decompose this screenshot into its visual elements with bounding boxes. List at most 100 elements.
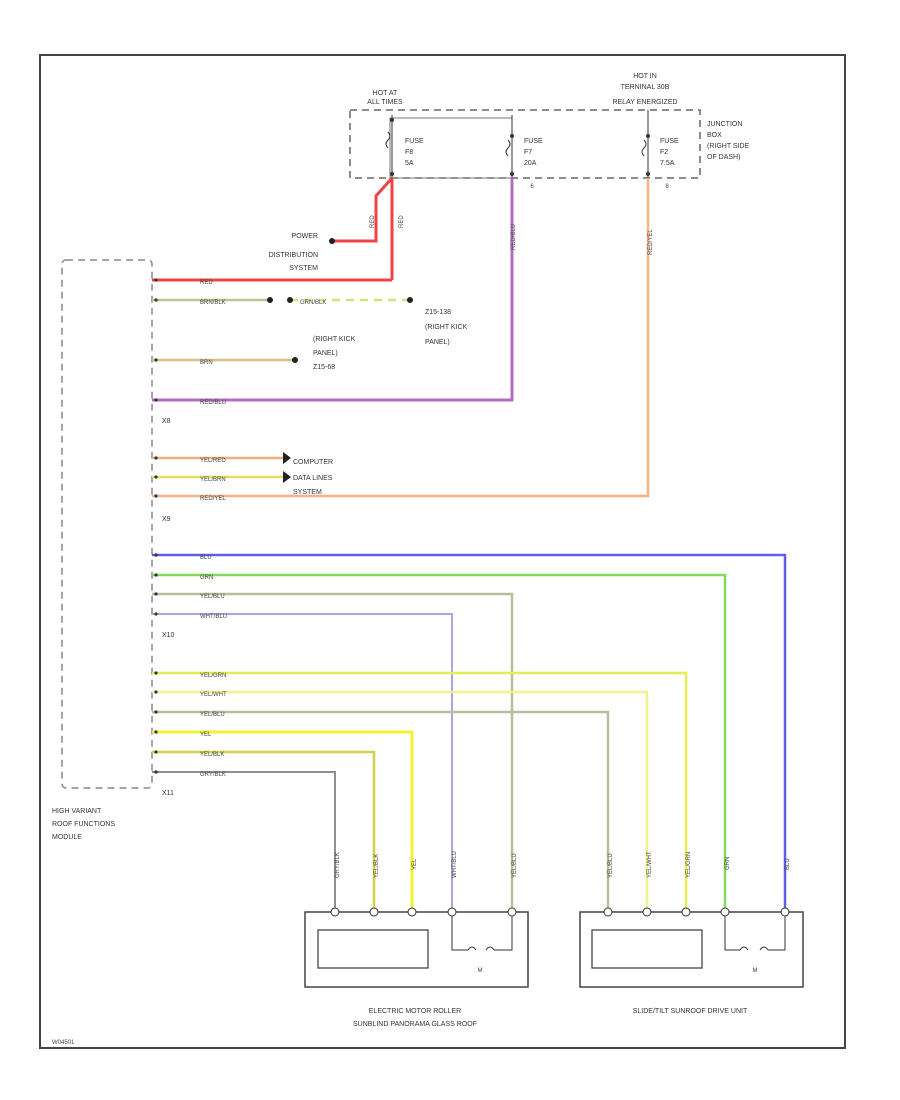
svg-text:F2: F2	[660, 149, 668, 156]
svg-text:WHT/BLU: WHT/BLU	[452, 851, 458, 878]
wire-yel-grn: YEL/GRN	[152, 671, 688, 912]
svg-text:YEL/BLK: YEL/BLK	[374, 854, 380, 878]
svg-text:RED: RED	[399, 215, 405, 228]
fuse-block	[389, 117, 513, 179]
svg-text:F7: F7	[524, 149, 532, 156]
svg-text:DISTRIBUTION: DISTRIBUTION	[269, 252, 318, 259]
computer-label-3: SYSTEM	[293, 489, 322, 496]
svg-text:RED/YEL: RED/YEL	[648, 229, 654, 255]
fuse-f8: FUSE F8 5A	[385, 115, 424, 178]
svg-text:YEL/WHT: YEL/WHT	[200, 692, 227, 698]
svg-text:BLU: BLU	[785, 858, 791, 870]
wire-yel-brn: YEL/BRN	[152, 475, 283, 483]
svg-text:RED: RED	[370, 215, 376, 228]
terminal-label: TERNINAL 30B	[621, 84, 670, 91]
svg-text:YEL/BLU: YEL/BLU	[200, 712, 225, 718]
svg-text:YEL/BLU: YEL/BLU	[512, 853, 518, 878]
svg-text:YEL/BLU: YEL/BLU	[608, 853, 614, 878]
slide-tilt-sunroof-drive-unit: M SLIDE/TILT SUNROOF DRIVE UNIT	[579, 907, 804, 1015]
svg-text:(RIGHT KICK: (RIGHT KICK	[313, 336, 356, 343]
wire-red-yel: RED/YEL RED/YEL	[152, 178, 654, 502]
svg-text:PANEL): PANEL)	[425, 339, 450, 346]
connector-x11: X11	[162, 790, 174, 797]
svg-text:SYSTEM: SYSTEM	[289, 265, 318, 272]
svg-text:YEL/WHT: YEL/WHT	[647, 851, 653, 878]
junction-box-label-4: OF DASH)	[707, 154, 740, 161]
junction-box-outline	[349, 109, 701, 179]
svg-text:8: 8	[665, 184, 669, 190]
svg-text:BLU: BLU	[200, 555, 212, 561]
svg-text:YEL/GRN: YEL/GRN	[200, 673, 226, 679]
hot-in-label: HOT IN	[633, 73, 657, 80]
svg-text:RED/BLU: RED/BLU	[511, 224, 517, 250]
svg-text:RED/YEL: RED/YEL	[200, 496, 226, 502]
svg-text:BRN/BLK: BRN/BLK	[200, 300, 226, 306]
wire-yel-blu-2: YEL/BLU	[152, 710, 610, 912]
svg-text:YEL: YEL	[412, 858, 418, 870]
wire-grn: GRN	[152, 573, 727, 912]
svg-text:RED/BLU: RED/BLU	[200, 400, 226, 406]
wire-gry-blk: GRY/BLK	[152, 771, 336, 912]
svg-text:7.5A: 7.5A	[660, 160, 675, 167]
svg-text:F8: F8	[405, 149, 413, 156]
fuse-f7: FUSE F7 20A 6	[505, 115, 543, 190]
svg-text:WHT/BLU: WHT/BLU	[200, 614, 227, 620]
wire-yel-red: YEL/RED	[152, 456, 283, 464]
svg-text:ELECTRIC MOTOR ROLLER: ELECTRIC MOTOR ROLLER	[369, 1008, 461, 1015]
svg-text:(RIGHT KICK: (RIGHT KICK	[425, 324, 468, 331]
svg-text:GRN: GRN	[200, 575, 213, 581]
fuse-f2: FUSE F2 7.5A 8	[641, 110, 679, 190]
computer-label-2: DATA LINES	[293, 475, 333, 482]
connector-x9: X9	[162, 516, 171, 523]
svg-text:Z15-138: Z15-138	[425, 309, 451, 316]
computer-label-1: COMPUTER	[293, 459, 333, 466]
hot-at-all-times-label: HOT AT	[373, 90, 398, 97]
svg-text:GRN/BLK: GRN/BLK	[300, 300, 326, 306]
wire-red: RED	[152, 278, 392, 286]
connector-x10: X10	[162, 632, 175, 639]
wire-yel-blk: YEL/BLK	[152, 750, 376, 912]
junction-box-label-3: (RIGHT SIDE	[707, 143, 750, 150]
svg-text:POWER: POWER	[292, 233, 318, 240]
wire-yel: YEL	[152, 730, 414, 912]
svg-text:PANEL): PANEL)	[313, 350, 338, 357]
connector-x8: X8	[162, 418, 171, 425]
power-distribution-system: POWER DISTRIBUTION SYSTEM RED RED	[269, 177, 405, 280]
relay-energized-label: RELAY ENERGIZED	[612, 99, 677, 106]
svg-text:GRY/BLK: GRY/BLK	[200, 772, 226, 778]
svg-text:BRN: BRN	[200, 360, 213, 366]
svg-text:RED: RED	[200, 280, 213, 286]
svg-text:YEL/BLK: YEL/BLK	[200, 752, 224, 758]
junction-box-label-1: JUNCTION	[707, 121, 742, 128]
hot-at-all-times-label-2: ALL TIMES	[367, 99, 403, 106]
svg-text:YEL/RED: YEL/RED	[200, 458, 226, 464]
svg-text:SUNBLIND PANORAMA GLASS ROOF: SUNBLIND PANORAMA GLASS ROOF	[353, 1021, 477, 1028]
wire-brn-blk: BRN/BLK GRN/BLK Z15-138 (RIGHT KICK PANE…	[152, 297, 468, 346]
svg-text:GRN: GRN	[725, 857, 731, 870]
svg-text:M: M	[753, 968, 758, 974]
roof-functions-module-outline	[61, 259, 153, 789]
svg-text:YEL/BLU: YEL/BLU	[200, 594, 225, 600]
svg-text:M: M	[478, 968, 483, 974]
wire-blu: BLU	[152, 553, 787, 912]
electric-motor-roller-sunblind: M ELECTRIC MOTOR ROLLER SUNBLIND PANORAM…	[304, 907, 529, 1028]
svg-text:YEL: YEL	[200, 732, 212, 738]
svg-text:YEL/GRN: YEL/GRN	[686, 852, 692, 878]
module-label-1: HIGH VARIANT	[52, 808, 102, 815]
computer-data-lines-arrows	[283, 452, 291, 483]
svg-text:FUSE: FUSE	[405, 138, 424, 145]
diagram-frame	[39, 54, 846, 1049]
wire-wht-blu: WHT/BLU	[152, 613, 453, 912]
module-pins	[154, 278, 158, 774]
svg-text:GRY/BLK: GRY/BLK	[335, 852, 341, 878]
wire-brn: BRN (RIGHT KICK PANEL) Z15-68	[152, 336, 356, 371]
wire-yel-blu: YEL/BLU	[152, 592, 514, 912]
svg-text:FUSE: FUSE	[660, 138, 679, 145]
svg-text:20A: 20A	[524, 160, 537, 167]
svg-text:YEL/BRN: YEL/BRN	[200, 477, 226, 483]
wire-red-blu: RED/BLU RED/BLU	[152, 178, 517, 406]
module-label-3: MODULE	[52, 834, 82, 841]
svg-text:5A: 5A	[405, 160, 414, 167]
svg-text:6: 6	[530, 184, 534, 190]
